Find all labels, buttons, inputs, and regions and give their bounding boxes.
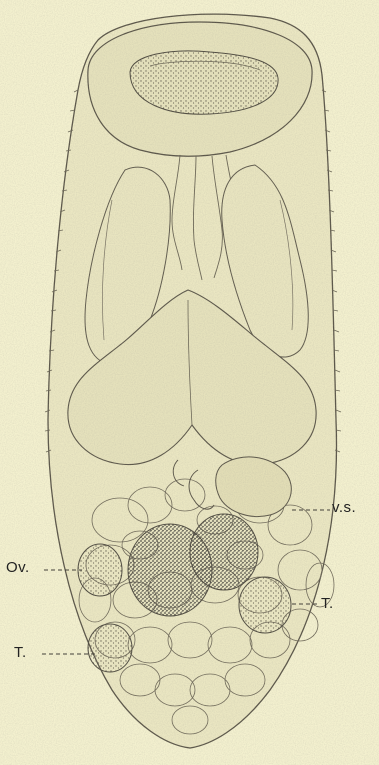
label-vesicula-seminalis: v.s. [332, 500, 356, 516]
label-ovary: Ov. [6, 560, 30, 576]
label-testis-right: T. [321, 596, 334, 612]
label-testis-left: T. [14, 645, 27, 661]
